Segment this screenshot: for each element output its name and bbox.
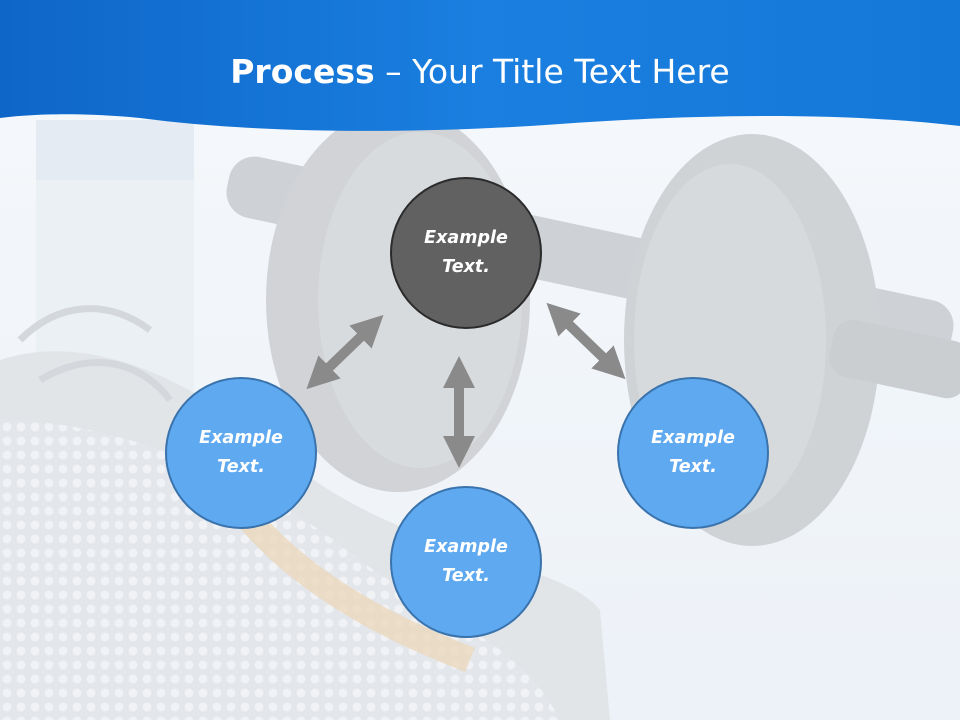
process-node-left[interactable]: Example Text. [165,377,317,529]
process-node-bottom[interactable]: Example Text. [390,486,542,638]
node-right-line1: Example [651,428,735,448]
process-node-top[interactable]: Example Text. [390,177,542,329]
process-node-right[interactable]: Example Text. [617,377,769,529]
arrow-top-right [546,302,626,380]
node-bottom-line2: Text. [442,566,490,586]
node-top-line2: Text. [442,257,490,277]
arrow-top-left [306,314,384,390]
node-left-line2: Text. [217,457,265,477]
slide-title: Process – Your Title Text Here [0,52,960,91]
node-right-line2: Text. [669,457,717,477]
title-bold: Process [230,52,375,91]
node-top-line1: Example [424,228,508,248]
title-rest: – Your Title Text Here [374,52,730,91]
node-bottom-line1: Example [424,537,508,557]
node-left-line1: Example [199,428,283,448]
